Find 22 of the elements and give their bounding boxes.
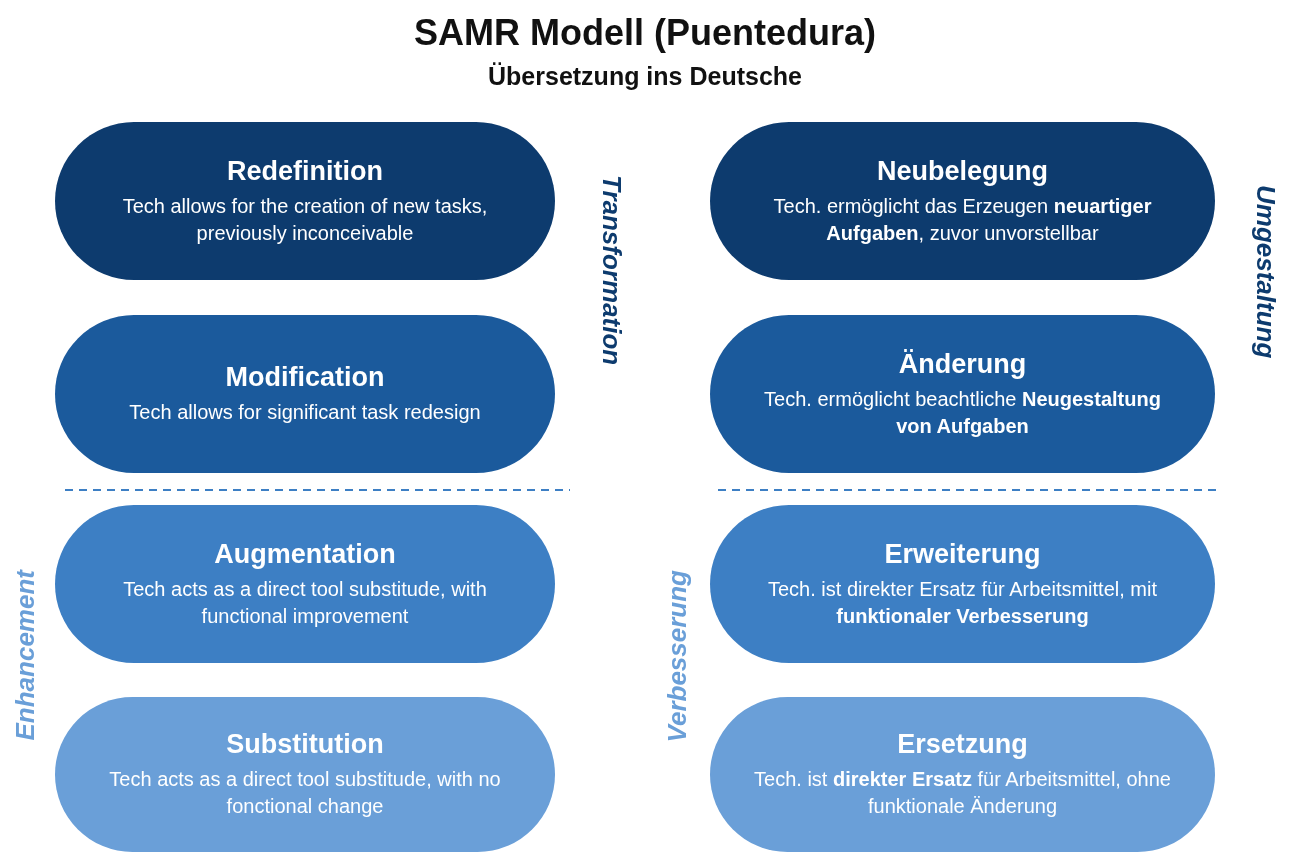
title: SAMR Modell (Puentedura) bbox=[413, 12, 877, 54]
level-heading: Änderung bbox=[898, 348, 1027, 380]
level-description: Tech. ist direkter Ersatz für Arbeitsmittel, ohne funktionale Änderung bbox=[753, 767, 1172, 819]
subtitle: Übersetzung ins Deutsche bbox=[487, 62, 803, 91]
level-description: Tech acts as a direct tool substitude, with functional improvement bbox=[122, 576, 488, 629]
category-label: Verbesserung bbox=[662, 570, 693, 743]
category-label: Enhancement bbox=[10, 570, 41, 741]
level-description: Tech. ermöglicht das Erzeugen neuartiger Aufgaben, zuvor unvorstellbar bbox=[772, 193, 1153, 246]
level-heading: Ersetzung bbox=[897, 729, 1028, 760]
level-heading: Erweiterung bbox=[884, 538, 1041, 570]
level-description: Tech acts as a direct tool substitude, with no fonctional change bbox=[108, 767, 502, 819]
level-description: Tech. ermöglicht beachtliche Neugestaltung von Aufgaben bbox=[763, 386, 1162, 439]
level-heading: Redefinition bbox=[227, 155, 383, 187]
level-heading: Neubelegung bbox=[877, 155, 1048, 187]
level-heading: Substitution bbox=[226, 729, 384, 760]
level-description: Tech. ist direkter Ersatz für Arbeitsmittel, mit funktionaler Verbesserung bbox=[767, 576, 1158, 629]
category-label: Transformation bbox=[596, 175, 627, 366]
level-description: Tech allows for the creation of new tasks, previously inconceivable bbox=[121, 193, 489, 246]
level-description: Tech allows for significant task redesign bbox=[129, 400, 481, 425]
category-label: Umgestaltung bbox=[1250, 185, 1281, 359]
level-heading: Augmentation bbox=[214, 538, 396, 570]
level-heading: Modification bbox=[225, 362, 385, 393]
